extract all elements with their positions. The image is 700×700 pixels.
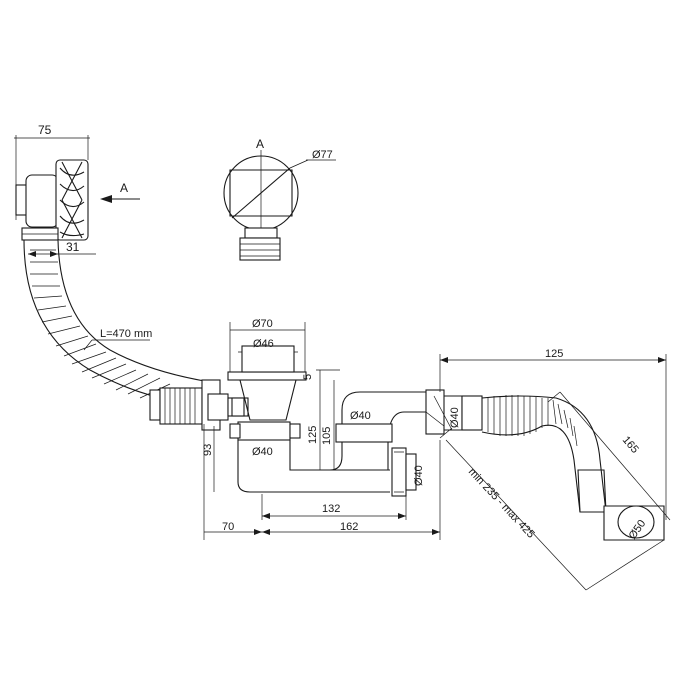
label-dia-46: Ø46 [253, 338, 274, 350]
overflow-head [14, 135, 140, 257]
label-dia-40-right: Ø40 [413, 465, 425, 486]
label-dia-77: Ø77 [312, 149, 333, 161]
label-view-a: A [256, 137, 264, 151]
label-dim-105: 105 [321, 427, 333, 445]
label-arrow-a: A [120, 181, 128, 195]
label-length-hose: L=470 mm [100, 328, 152, 340]
flexible-outlet-hose [461, 395, 665, 541]
label-dim-165: 165 [620, 434, 641, 456]
label-dim-125-h: 125 [545, 348, 563, 360]
view-a-drain-cap [223, 150, 336, 261]
label-dim-75: 75 [38, 123, 52, 137]
label-dia-40-outlet: Ø40 [449, 407, 461, 428]
label-dim-162: 162 [340, 521, 358, 533]
label-dim-132: 132 [322, 503, 340, 515]
label-dia-40-top: Ø40 [350, 410, 371, 422]
label-dim-70: 70 [222, 521, 234, 533]
label-range-length: min 235 - max 425 [466, 466, 537, 541]
label-dia-40-bottle: Ø40 [252, 446, 273, 458]
label-dim-31: 31 [66, 240, 80, 254]
label-dim-125-v: 125 [307, 426, 319, 444]
dimension-lines [203, 354, 671, 591]
siphon-body [227, 322, 463, 497]
label-dim-93: 93 [202, 444, 214, 456]
label-dim-5: 5 [302, 374, 314, 380]
label-dia-70: Ø70 [252, 318, 273, 330]
